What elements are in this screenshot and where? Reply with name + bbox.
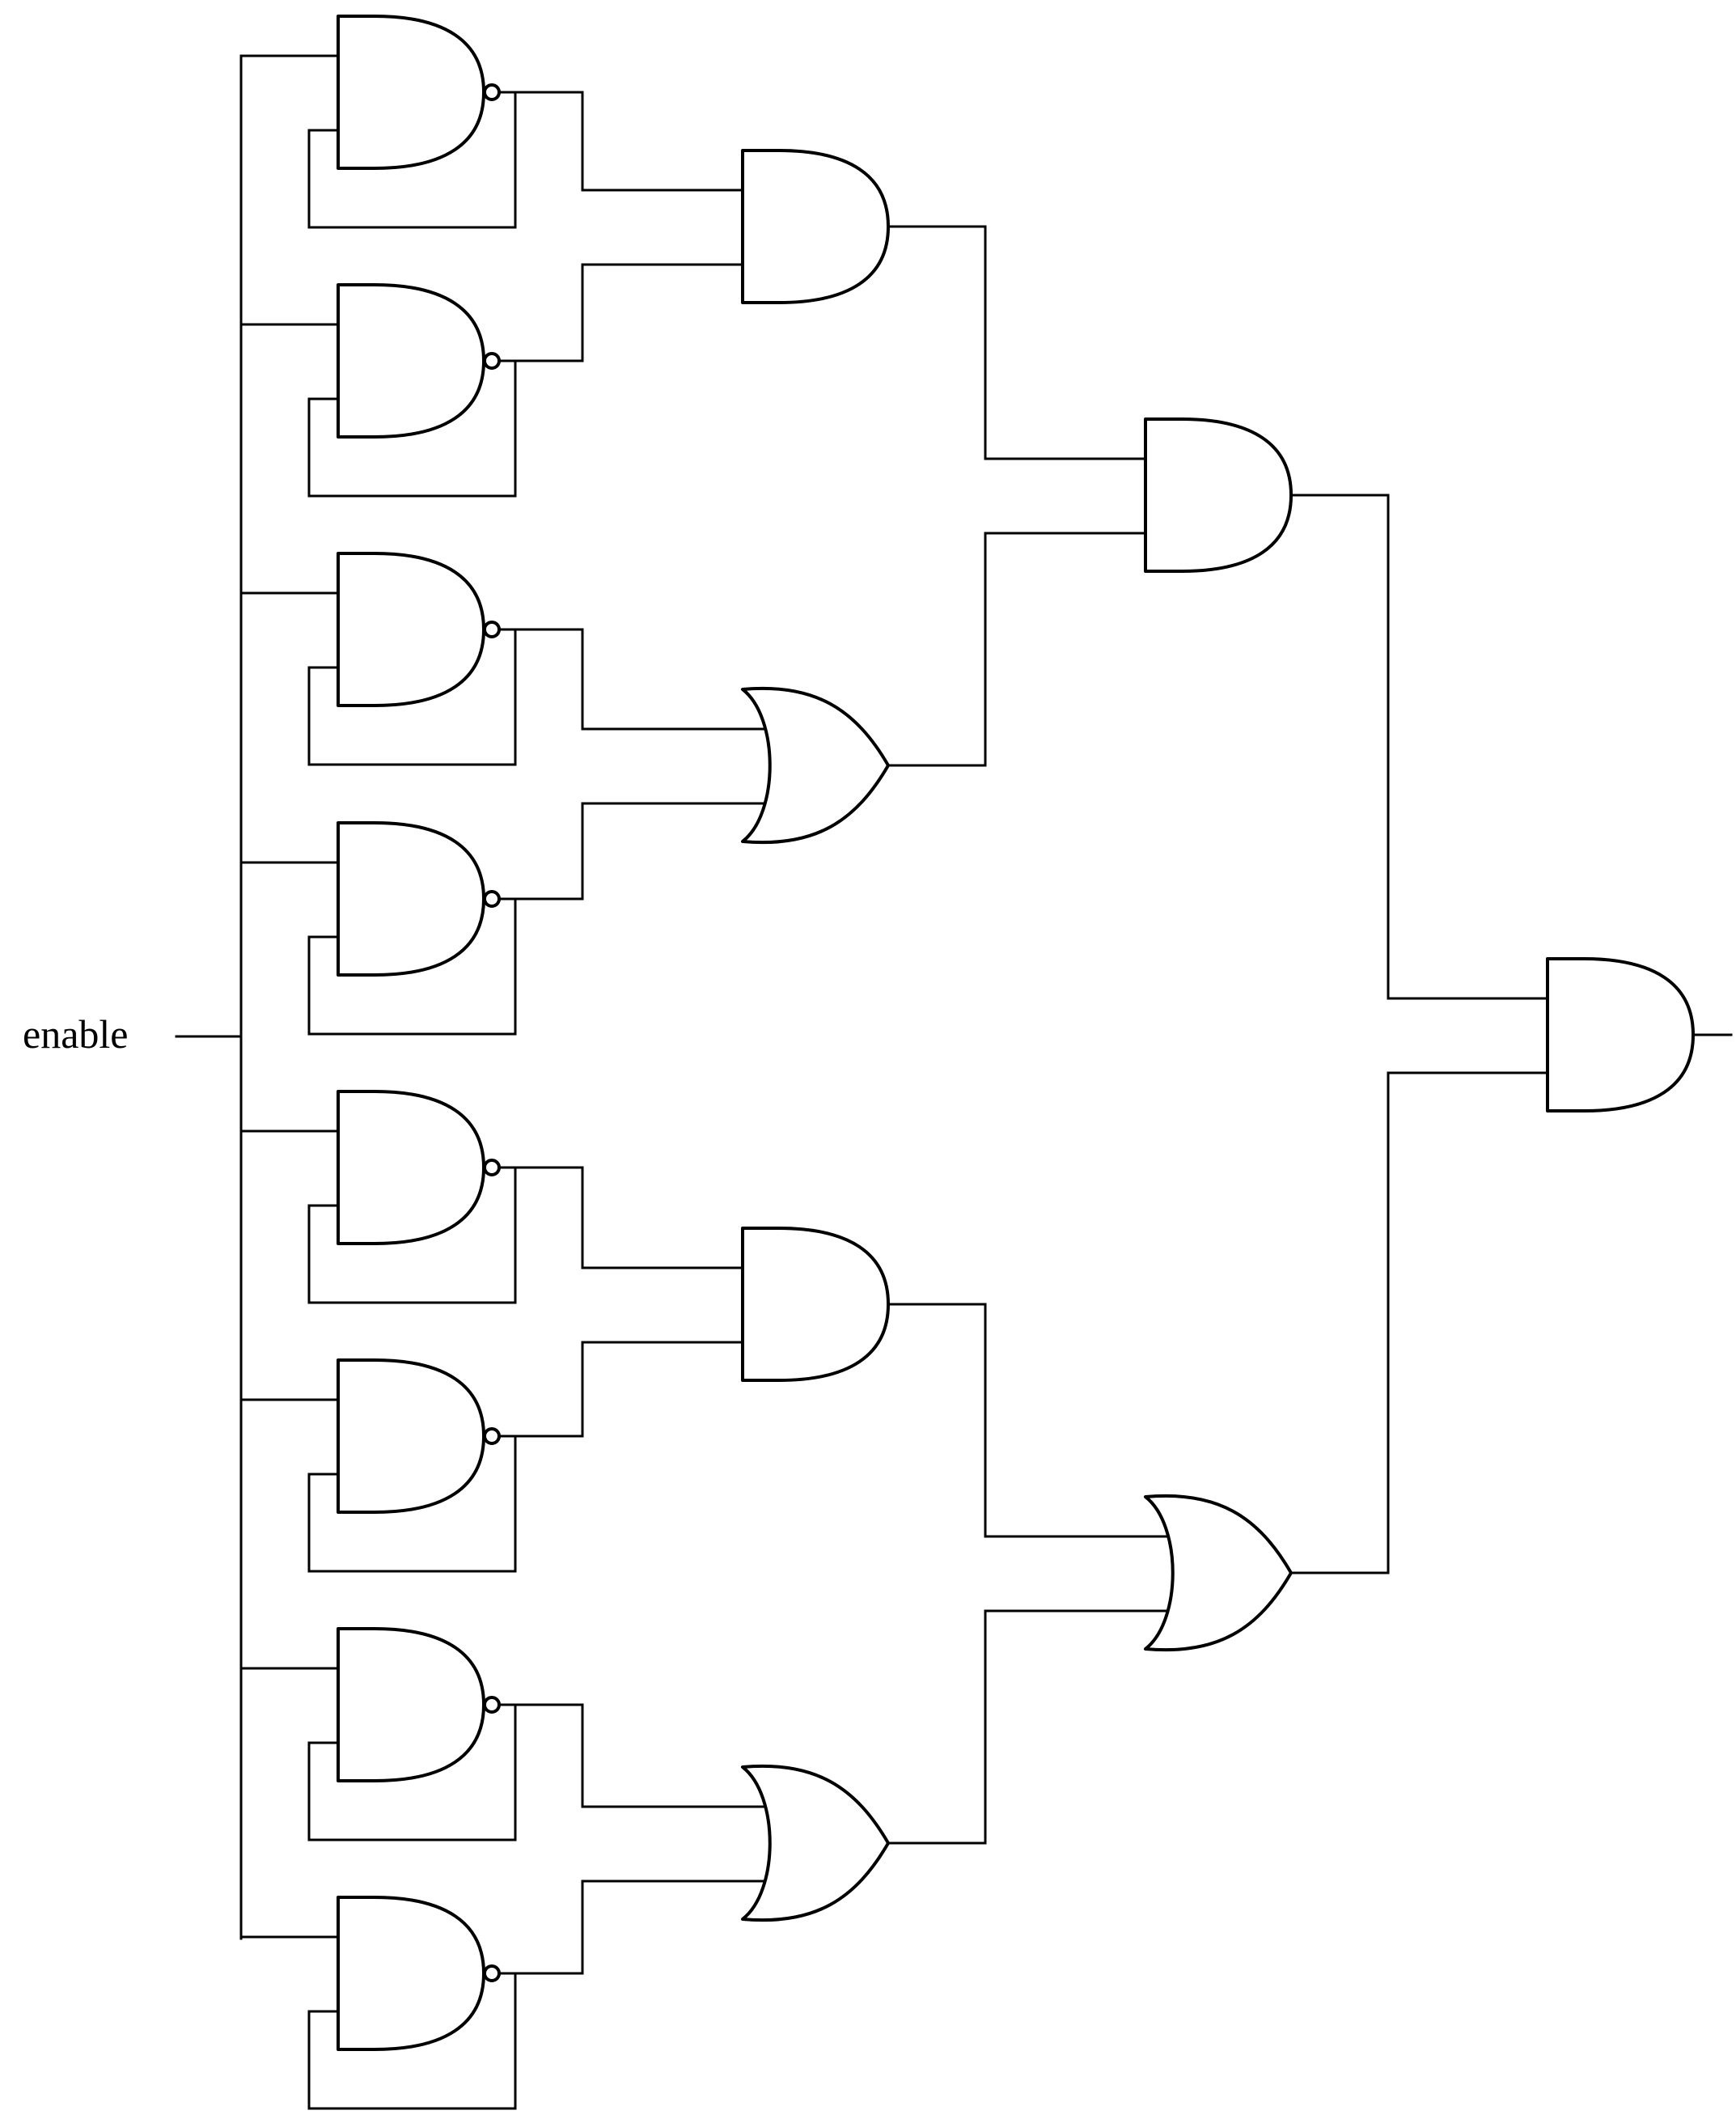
nand-gate-8-body: [337, 1896, 485, 2051]
and-gate-c: [1144, 417, 1293, 573]
nand4-feedback-wire: [307, 897, 517, 1036]
or-gate-c: [1144, 1494, 1293, 1652]
or-gate-b: [741, 1764, 890, 1922]
nand-gate-6-body: [337, 1358, 485, 1514]
nand-gate-1-bubble: [483, 83, 501, 101]
nand-gate-5-bubble: [483, 1159, 501, 1176]
nand-gate-4-body: [337, 821, 485, 977]
nand-gate-5-body: [337, 1090, 485, 1245]
nand-gate-3-bubble: [483, 621, 501, 638]
and-gate-a-input1-wire: [514, 91, 744, 192]
nand3-feedback-wire: [307, 628, 517, 766]
nand5-feedback-wire: [307, 1166, 517, 1304]
and-gate-output-input2-wire: [1289, 1071, 1549, 1574]
wires: [175, 54, 1733, 2110]
nand-gate-8-bubble: [483, 1964, 501, 1982]
nand-gate-7-bubble: [483, 1696, 501, 1714]
nand8-feedback-wire: [307, 1972, 517, 2110]
nand2-feedback-wire: [307, 359, 517, 498]
and-gate-c-input1-wire: [887, 225, 1147, 460]
or-gate-c-input1-wire: [887, 1303, 1178, 1538]
nand6-feedback-wire: [307, 1435, 517, 1573]
and-gate-a-input2-wire: [514, 263, 744, 362]
enable-input-label: enable: [23, 1011, 128, 1057]
or-gate-b-input2-wire: [514, 1880, 775, 1975]
nand-gate-2-body: [337, 283, 485, 439]
and-gate-output-input1-wire: [1289, 494, 1549, 1000]
nand-gate-4-bubble: [483, 890, 501, 908]
nand-gate-6-bubble: [483, 1427, 501, 1445]
nand7-feedback-wire: [307, 1703, 517, 1841]
and-gate-b-input2-wire: [514, 1341, 744, 1438]
or-gate-a-input1-wire: [514, 628, 775, 731]
and-gate-a: [741, 149, 890, 304]
or-gate-c-input2-wire: [887, 1609, 1178, 1845]
nand1-feedback-wire: [307, 91, 517, 229]
and-gate-output: [1546, 957, 1695, 1112]
or-gate-a-input2-wire: [514, 802, 775, 901]
nand-gate-2-bubble: [483, 352, 501, 370]
and-gate-b-input1-wire: [514, 1166, 744, 1269]
and-gate-b: [741, 1227, 890, 1382]
or-gate-a: [741, 686, 890, 845]
and-gate-c-input2-wire: [887, 532, 1147, 767]
or-gate-b-input1-wire: [514, 1703, 775, 1808]
nand-gate-1-body: [337, 15, 485, 170]
nand-gate-7-body: [337, 1627, 485, 1782]
gates: [337, 15, 1695, 2051]
nand-gate-3-body: [337, 552, 485, 707]
